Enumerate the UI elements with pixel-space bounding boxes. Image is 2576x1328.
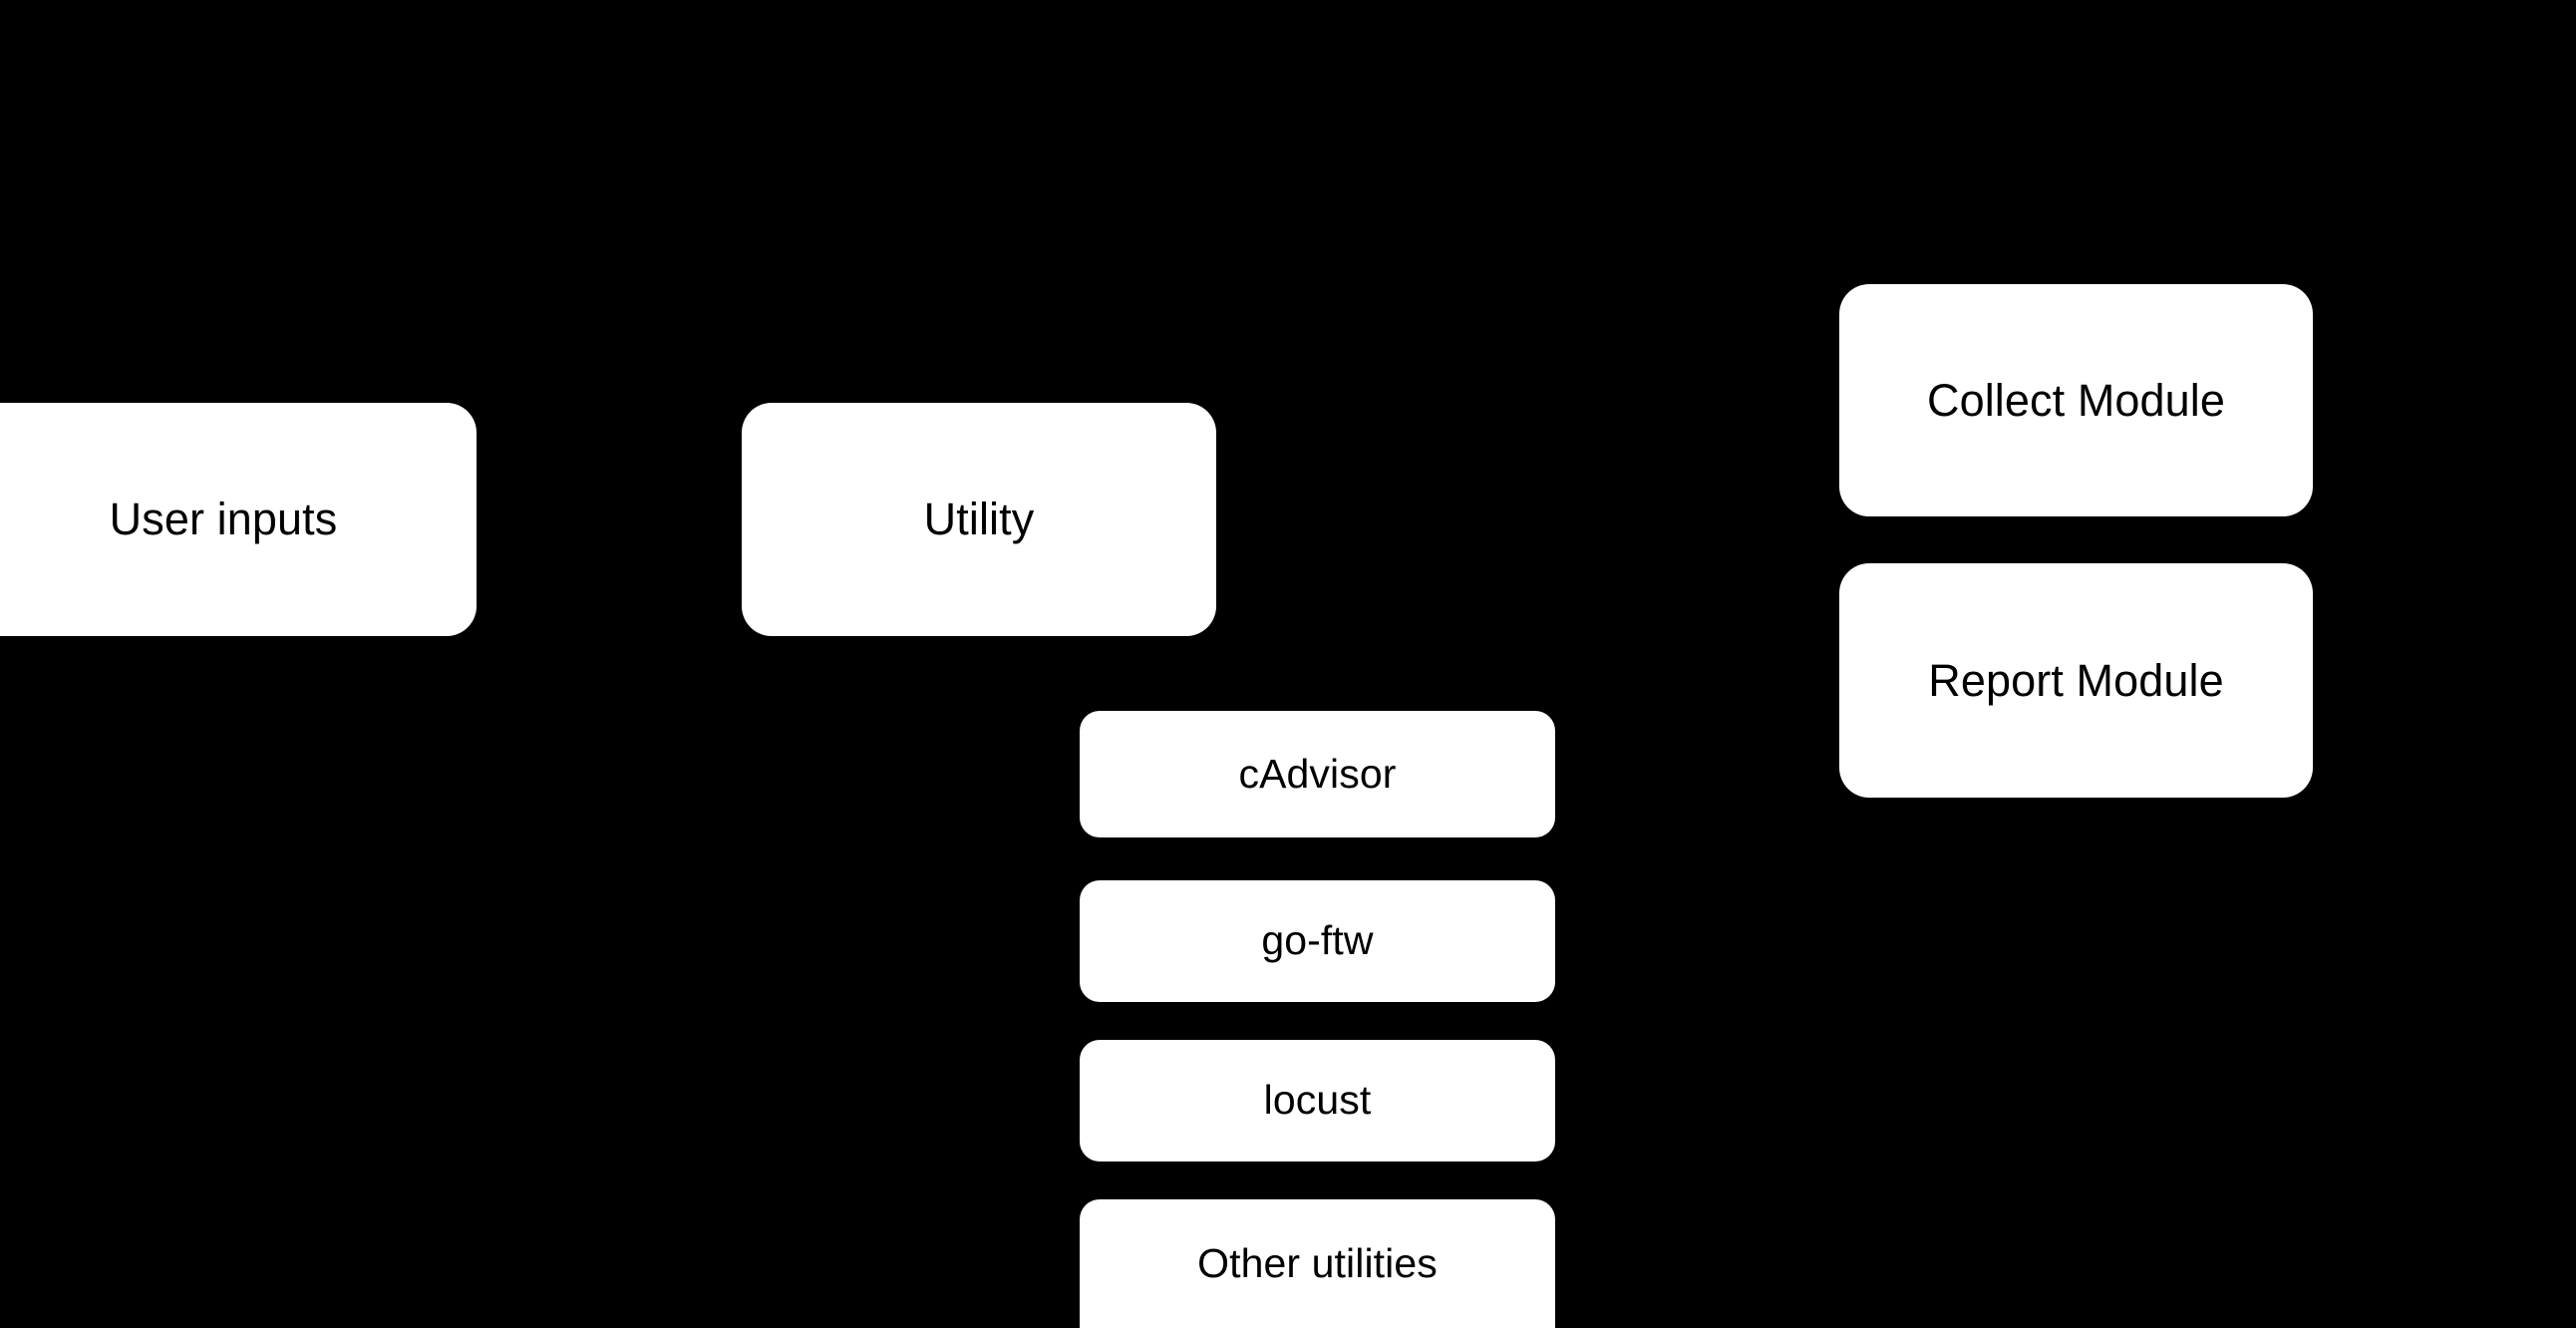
node-locust[interactable]: locust xyxy=(1080,1040,1555,1162)
node-other-utilities[interactable]: Other utilities xyxy=(1080,1199,1555,1328)
node-report-module-label: Report Module xyxy=(1928,654,2224,706)
node-collect-module-label: Collect Module xyxy=(1926,374,2226,426)
node-locust-label: locust xyxy=(1263,1077,1372,1124)
node-utility[interactable]: Utility xyxy=(742,403,1216,636)
node-user-inputs[interactable]: User inputs xyxy=(0,403,477,636)
node-cadvisor[interactable]: cAdvisor xyxy=(1080,711,1555,837)
node-utility-label: Utility xyxy=(923,494,1035,545)
node-go-ftw-label: go-ftw xyxy=(1261,917,1374,964)
node-user-inputs-label: User inputs xyxy=(109,494,338,545)
node-other-utilities-label: Other utilities xyxy=(1197,1239,1438,1286)
node-cadvisor-label: cAdvisor xyxy=(1238,750,1397,797)
node-go-ftw[interactable]: go-ftw xyxy=(1080,880,1555,1002)
node-collect-module[interactable]: Collect Module xyxy=(1839,284,2313,516)
node-report-module[interactable]: Report Module xyxy=(1839,563,2313,798)
